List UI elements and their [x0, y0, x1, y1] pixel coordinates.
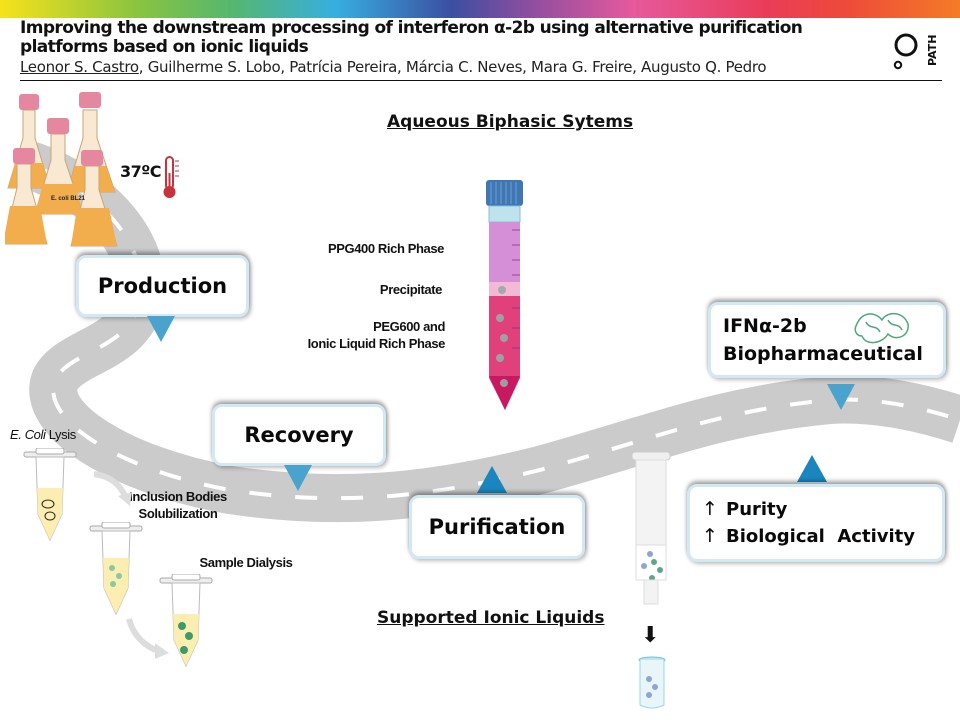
protein-structure-icon [854, 312, 909, 344]
eppendorf-dialysis-icon [159, 574, 213, 668]
path-logo: PATH [893, 33, 939, 70]
purification-step-box: Purification [409, 495, 585, 559]
dialysis-label: Sample Dialysis [199, 555, 293, 570]
up-arrow-icon: ↑ [702, 498, 718, 520]
recovery-pointer-icon [284, 465, 312, 491]
flask-label: E. coli BL21 [51, 196, 86, 202]
phase-label-ppg400: PPG400 Rich Phase [327, 241, 444, 256]
logo-text: PATH [926, 35, 939, 66]
production-step-box: Production [76, 255, 249, 317]
outcome-purity: ↑ Purity [694, 496, 915, 523]
flask-icon [5, 148, 48, 245]
eppendorf-lysis-icon [23, 448, 77, 542]
solubilization-line-1: Inclusion Bodies [129, 489, 227, 504]
lysis-text: Lysis [45, 427, 77, 442]
purification-pointer-icon [477, 466, 507, 493]
header-divider [20, 80, 942, 81]
ecoli-flasks-illustration: E. coli BL21 [5, 92, 118, 247]
chromatography-column-icon [631, 451, 671, 605]
first-author: Leonor S. Castro [20, 58, 139, 76]
recovery-label: Recovery [244, 423, 354, 447]
outcome-biological-activity: ↑ Biological Activity [694, 523, 915, 550]
phase-label-line: Ionic Liquid Rich Phase [307, 336, 446, 351]
outcomes-pointer-icon [797, 455, 827, 482]
up-arrow-icon: ↑ [702, 525, 718, 547]
product-name: IFNα-2b [723, 315, 807, 337]
phase-label-precipitate: Precipitate [379, 282, 442, 297]
solubilization-label: Inclusion Bodies Solubilization [118, 488, 238, 522]
eppendorf-solubilization-icon [89, 522, 143, 616]
falcon-tube-illustration [486, 180, 523, 410]
other-authors: , Guilherme S. Lobo, Patrícia Pereira, M… [138, 58, 767, 76]
title-line-2: platforms based on ionic liquids [20, 37, 309, 57]
production-label: Production [97, 274, 228, 298]
curved-arrow-icon [126, 618, 169, 659]
solubilization-line-2: Solubilization [138, 506, 218, 521]
product-pointer-icon [827, 384, 855, 410]
outcome-label: Purity [726, 499, 788, 520]
flask-icon [70, 150, 118, 247]
down-arrow-icon: ⬇ [641, 622, 660, 647]
lysis-label: E. Coli Lysis [10, 427, 76, 442]
poster-title: Improving the downstream processing of i… [20, 19, 870, 57]
recovery-step-box: Recovery [212, 404, 386, 466]
outcome-label: Biological Activity [726, 526, 915, 547]
product-type: Biopharmaceutical [723, 343, 923, 365]
thermometer-icon [163, 156, 179, 198]
lysis-italic: E. Coli [10, 427, 46, 442]
phase-label-peg600-il: PEG600 and Ionic Liquid Rich Phase [260, 318, 446, 352]
title-line-1: Improving the downstream processing of i… [20, 18, 803, 38]
production-pointer-icon [147, 316, 175, 342]
collection-vial-icon [638, 656, 666, 709]
outcomes-box: ↑ Purity ↑ Biological Activity [687, 484, 945, 562]
sil-heading: Supported Ionic Liquids [377, 608, 605, 628]
purification-label: Purification [428, 515, 566, 539]
protein-icon [496, 286, 508, 387]
flask-icon [34, 118, 84, 215]
color-gradient-bar [0, 0, 960, 18]
product-box: IFNα-2b Biopharmaceutical [708, 302, 946, 378]
curved-arrow-icon [93, 471, 132, 506]
abs-heading: Aqueous Biphasic Sytems [387, 112, 634, 132]
phase-label-line: PEG600 and [373, 319, 445, 334]
temperature-label: 37ºC [120, 162, 162, 181]
author-list: Leonor S. Castro, Guilherme S. Lobo, Pat… [20, 58, 767, 76]
